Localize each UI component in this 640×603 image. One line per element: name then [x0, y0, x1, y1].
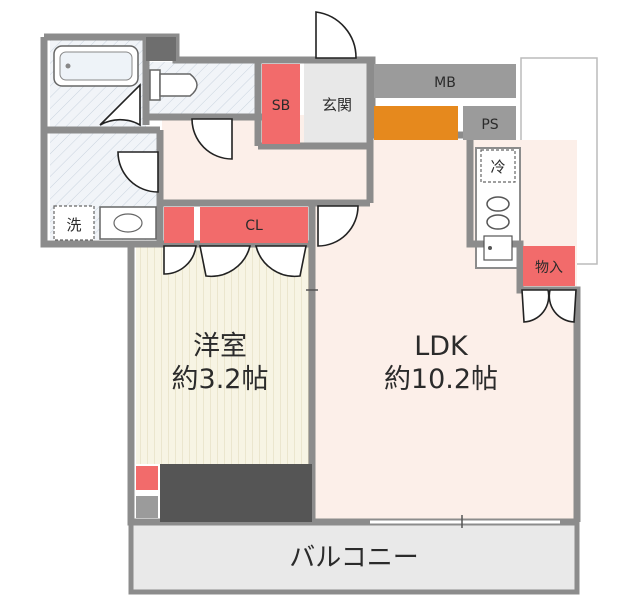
- entrance-label: 玄関: [322, 96, 352, 114]
- shoebox: [262, 64, 300, 144]
- storage-block: [523, 246, 575, 286]
- ldk-door: [317, 205, 359, 247]
- closet-block: [200, 207, 308, 243]
- pillar-top: [146, 37, 176, 61]
- closet-door-1: [163, 245, 197, 275]
- balcony-label: バルコニー: [289, 543, 418, 573]
- ldk-name: LDK: [414, 331, 469, 362]
- washroom-door: [117, 151, 159, 193]
- bathtub-drain: [65, 63, 71, 69]
- bathroom-door: [99, 83, 141, 127]
- bathtub-inner: [59, 51, 133, 81]
- shoebox-label: SB: [272, 98, 291, 114]
- mb-block: [374, 64, 516, 98]
- storage-label: 物入: [535, 260, 563, 276]
- washer-box: [53, 205, 95, 241]
- toilet-bowl: [159, 73, 198, 97]
- western-room-floor: [136, 246, 312, 464]
- wall-block-dark: [160, 464, 312, 522]
- ps-label: PS: [481, 117, 498, 133]
- sink-drain: [488, 246, 492, 250]
- fridge-label: 冷: [490, 158, 505, 176]
- pillar-left-gray: [136, 496, 158, 518]
- storage-door-right: [548, 289, 577, 323]
- toilet-door: [191, 118, 233, 160]
- pillar-left-red: [136, 466, 158, 490]
- ldk-size: 約10.2帖: [384, 364, 498, 395]
- ps-block: [463, 106, 516, 140]
- washstand-basin: [113, 213, 143, 233]
- orange-block: [374, 106, 458, 140]
- entrance-floor: [304, 62, 370, 146]
- fridge-box: [480, 149, 516, 183]
- storage-door-left: [521, 289, 550, 323]
- western-room-size: 約3.2帖: [172, 364, 269, 395]
- stove-burner-1: [486, 196, 510, 212]
- closet-door-2: [199, 245, 252, 278]
- entrance-door: [315, 11, 357, 59]
- washer-label: 洗: [66, 216, 81, 234]
- closet-door-3: [254, 245, 307, 278]
- closet-small: [164, 207, 194, 243]
- western-room-name: 洋室: [193, 331, 247, 362]
- mb-label: MB: [434, 75, 456, 91]
- toilet-tank: [149, 69, 161, 101]
- doors: [99, 11, 577, 323]
- stove-burner-2: [486, 214, 510, 230]
- closet-label: CL: [245, 218, 263, 234]
